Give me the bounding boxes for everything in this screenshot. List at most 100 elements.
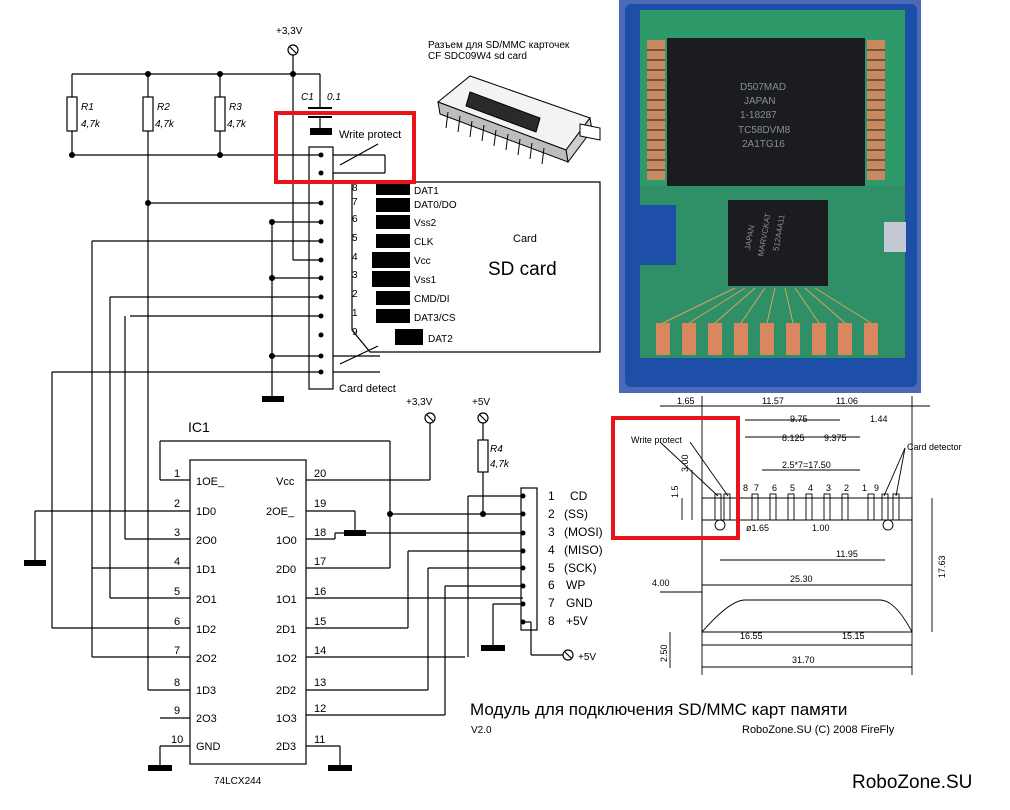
connector-title-line1: Разъем для SD/MMC карточек [428, 40, 570, 51]
v33-lower-label: +3,3V [406, 397, 433, 408]
ic-pin-num: 7 [174, 645, 180, 657]
connector-title-line2: CF SDC09W4 sd card [428, 51, 527, 62]
ic-pin-name: 2D2 [276, 685, 296, 697]
sd-pin-name: DAT3/CS [414, 313, 456, 324]
dim-text: 15.15 [842, 631, 865, 641]
ic-pin-num: 9 [174, 705, 180, 717]
r2-name: R2 [157, 102, 170, 113]
r3-name: R3 [229, 102, 242, 113]
sd-connector-body [308, 146, 334, 390]
ic-pin-num: 13 [314, 677, 326, 689]
dim-pin-label: 7 [754, 483, 759, 493]
flash-mark-1: D507MAD [740, 82, 786, 93]
dim-text: 3.00 [680, 454, 690, 472]
ic-pin-num: 8 [174, 677, 180, 689]
footer-title: Модуль для подключения SD/MMC карт памят… [470, 700, 847, 719]
dim-text: 11.06 [836, 396, 858, 406]
c1-name: C1 [301, 92, 314, 103]
dim-text: 1.65 [677, 396, 695, 406]
ic-pin-name: GND [196, 741, 221, 753]
dim-text: 1.44 [870, 414, 888, 424]
sd-pin-num: 3 [352, 270, 358, 281]
card-small-label: Card [513, 233, 537, 245]
sd-pin-num: 9 [352, 327, 358, 338]
r4-value: 4,7k [490, 459, 510, 470]
dim-text: 4.00 [652, 578, 670, 588]
ic-pin-num: 3 [174, 527, 180, 539]
ic-pin-name: 2O2 [196, 653, 217, 665]
ic-pin-name: 1D2 [196, 624, 216, 636]
dim-pin-label: 5 [790, 483, 795, 493]
sd-card-outline [351, 181, 601, 353]
ic-pin-name: 2D1 [276, 624, 296, 636]
dim-text: ø1.65 [746, 523, 769, 533]
footer-site: RoboZone.SU [852, 772, 972, 793]
sd-connector-dimension-drawing: 1.65 11.57 11.06 9.75 1.44 8.125 9.375 2… [611, 396, 962, 675]
dim-text: 9.375 [824, 433, 847, 443]
ic-pin-name: 1O1 [276, 594, 297, 606]
ic-pin-num: 12 [314, 703, 326, 715]
r3-value: 4,7k [227, 119, 247, 130]
ic-pin-name: 2D3 [276, 741, 296, 753]
spi-header-body [520, 487, 538, 631]
dim-text: 2.5*7=17.50 [782, 460, 831, 470]
ic1-name: IC1 [188, 419, 210, 435]
r1-value: 4,7k [81, 119, 101, 130]
ic-pin-num: 15 [314, 616, 326, 628]
sd-card-pcb-photo: D507MAD JAPAN 1-18287 TC58DVM8 2A1TG16 J… [619, 0, 921, 393]
ic-pin-num: 5 [174, 586, 180, 598]
dim-pin-label: 8 [743, 483, 748, 493]
dim-pin-label: 4 [808, 483, 813, 493]
sd-pin-num: 8 [352, 183, 358, 194]
resistor-r1 [66, 96, 78, 132]
resistor-r4 [477, 439, 489, 473]
header-pin-num: 2 [548, 507, 555, 521]
write-protect-highlight [274, 111, 416, 184]
ic1-part: 74LCX244 [214, 776, 262, 787]
ic-pin-num: 2 [174, 498, 180, 510]
ctrl-mark-1: JAPAN [743, 224, 756, 251]
header-pin-num: 1 [548, 489, 555, 503]
r4-name: R4 [490, 444, 503, 455]
ic-pin-num: 19 [314, 498, 326, 510]
ic-pin-name: 1O2 [276, 653, 297, 665]
flash-mark-5: 2A1TG16 [742, 139, 785, 150]
dim-card-detector-label: Card detector [907, 442, 962, 452]
sd-pin-num: 4 [352, 252, 358, 263]
ic-pin-name: 2OE_ [266, 506, 295, 518]
sd-pin-name: CMD/DI [414, 294, 450, 305]
dim-text: 1.5 [670, 485, 680, 498]
ic-pin-num: 4 [174, 556, 180, 568]
header-pin-num: 7 [548, 596, 555, 610]
dim-pin-label: 9 [874, 483, 879, 493]
header-pin-name: WP [566, 578, 585, 592]
sd-pin-name: DAT0/DO [414, 200, 457, 211]
ic-pin-num: 18 [314, 527, 326, 539]
header-pin-num: 8 [548, 614, 555, 628]
r2-value: 4,7k [155, 119, 175, 130]
dim-text: 11.57 [762, 396, 784, 406]
sd-pin-num: 6 [352, 214, 358, 225]
ic-pin-name: 2O0 [196, 535, 217, 547]
ic-pin-num: 20 [314, 468, 326, 480]
flash-mark-4: TC58DVM8 [738, 125, 791, 136]
flash-mark-2: JAPAN [744, 96, 776, 107]
header-pin-name: GND [566, 596, 593, 610]
ic-pin-num: 10 [171, 734, 183, 746]
ic-pin-name: 2D0 [276, 564, 296, 576]
ic-pin-name: 1O0 [276, 535, 297, 547]
ic-pin-num: 11 [314, 734, 325, 746]
ic-pin-num: 6 [174, 616, 180, 628]
dim-pin-label: 3 [826, 483, 831, 493]
sd-pin-name: CLK [414, 237, 434, 248]
v33-top-label: +3,3V [276, 26, 303, 37]
dim-text: 9.75 [790, 414, 808, 424]
resistor-r2 [142, 96, 154, 132]
header-pin-num: 5 [548, 561, 555, 575]
dim-pin-label: 6 [772, 483, 777, 493]
sd-pin-name: DAT2 [428, 334, 453, 345]
dim-pin-label: 2 [844, 483, 849, 493]
ic-pin-num: 14 [314, 645, 326, 657]
sd-connector-sketch: Разъем для SD/MMC карточек CF SDC09W4 sd… [428, 40, 601, 165]
